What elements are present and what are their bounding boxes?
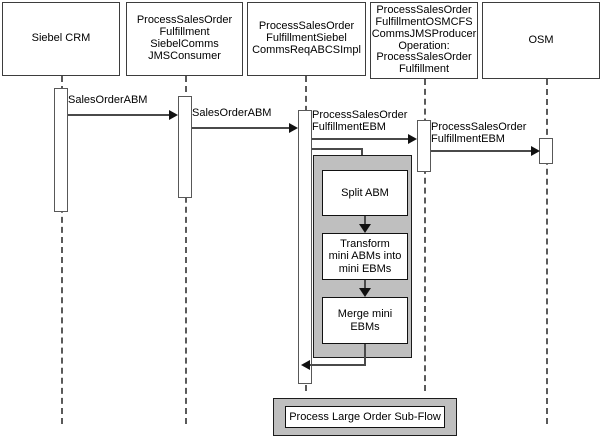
message-line-4 — [431, 150, 534, 152]
step-label: Split ABM — [341, 186, 389, 199]
lifeline-label: ProcessSalesOrder FulfillmentOSMCFS Comm… — [371, 4, 477, 76]
lifeline-siebel-comms-jms-consumer — [185, 76, 187, 424]
lifeline-label: Siebel CRM — [31, 32, 91, 45]
message-arrowhead-4 — [531, 146, 540, 156]
step-connector-1-2 — [364, 216, 366, 228]
activation-bar-siebel-crm — [54, 88, 68, 212]
lifeline-label: ProcessSalesOrder FulfillmentSiebel Comm… — [252, 20, 361, 56]
step-connector-2-3 — [364, 280, 366, 292]
step-box-split-abm[interactable]: Split ABM — [322, 170, 408, 216]
message-label-sales-order-abm-2: SalesOrderABM — [192, 107, 272, 119]
message-label-process-sales-order-fulfillment-ebm-1: ProcessSalesOrder FulfillmentEBM — [312, 109, 408, 134]
activation-bar-osm — [539, 138, 553, 164]
activation-bar-siebel-comms-jms-consumer — [178, 96, 192, 198]
lifeline-header-osmcfs-comms-jms-producer[interactable]: ProcessSalesOrder FulfillmentOSMCFS Comm… — [370, 2, 478, 79]
message-arrowhead-3 — [408, 134, 417, 144]
activation-bar-siebel-comms-req-abcs-impl — [298, 110, 312, 384]
step-label: Merge mini EBMs — [337, 308, 393, 333]
lifeline-header-osm[interactable]: OSM — [482, 2, 600, 79]
lifeline-osm — [546, 79, 548, 424]
lifeline-siebel-crm — [61, 76, 63, 424]
legend-process-large-order-sub-flow: Process Large Order Sub-Flow — [273, 398, 457, 436]
lifeline-header-siebel-comms-jms-consumer[interactable]: ProcessSalesOrder Fulfillment SiebelComm… — [126, 2, 243, 76]
activation-bar-osmcfs-comms-jms-producer — [417, 120, 431, 172]
lifeline-header-siebel-crm[interactable]: Siebel CRM — [2, 2, 120, 76]
message-line-2 — [192, 127, 292, 129]
message-label-process-sales-order-fulfillment-ebm-2: ProcessSalesOrder FulfillmentEBM — [431, 121, 527, 146]
message-line-3 — [312, 138, 411, 140]
message-label-sales-order-abm-1: SalesOrderABM — [68, 94, 148, 106]
subflow-return-arrowhead — [301, 360, 310, 370]
lifeline-osmcfs-comms-jms-producer — [424, 79, 426, 391]
message-line-1 — [68, 114, 172, 116]
step-label: Transform mini ABMs into mini EBMs — [328, 237, 402, 275]
lifeline-label: OSM — [528, 33, 554, 46]
subflow-return-line-horizontal — [303, 364, 365, 366]
subflow-return-line-vertical — [364, 344, 366, 366]
legend-inner-box: Process Large Order Sub-Flow — [285, 406, 445, 428]
message-arrowhead-1 — [169, 110, 178, 120]
step-connector-arrowhead-1-2 — [359, 224, 371, 233]
step-box-transform-mini-abms[interactable]: Transform mini ABMs into mini EBMs — [322, 233, 408, 280]
step-connector-arrowhead-2-3 — [359, 288, 371, 297]
lifeline-label: ProcessSalesOrder Fulfillment SiebelComm… — [136, 14, 233, 62]
legend-label: Process Large Order Sub-Flow — [289, 411, 441, 423]
subflow-entry-line-horizontal — [312, 148, 362, 150]
step-box-merge-mini-ebms[interactable]: Merge mini EBMs — [322, 297, 408, 344]
lifeline-header-siebel-comms-req-abcs-impl[interactable]: ProcessSalesOrder FulfillmentSiebel Comm… — [247, 2, 366, 76]
message-arrowhead-2 — [289, 123, 298, 133]
